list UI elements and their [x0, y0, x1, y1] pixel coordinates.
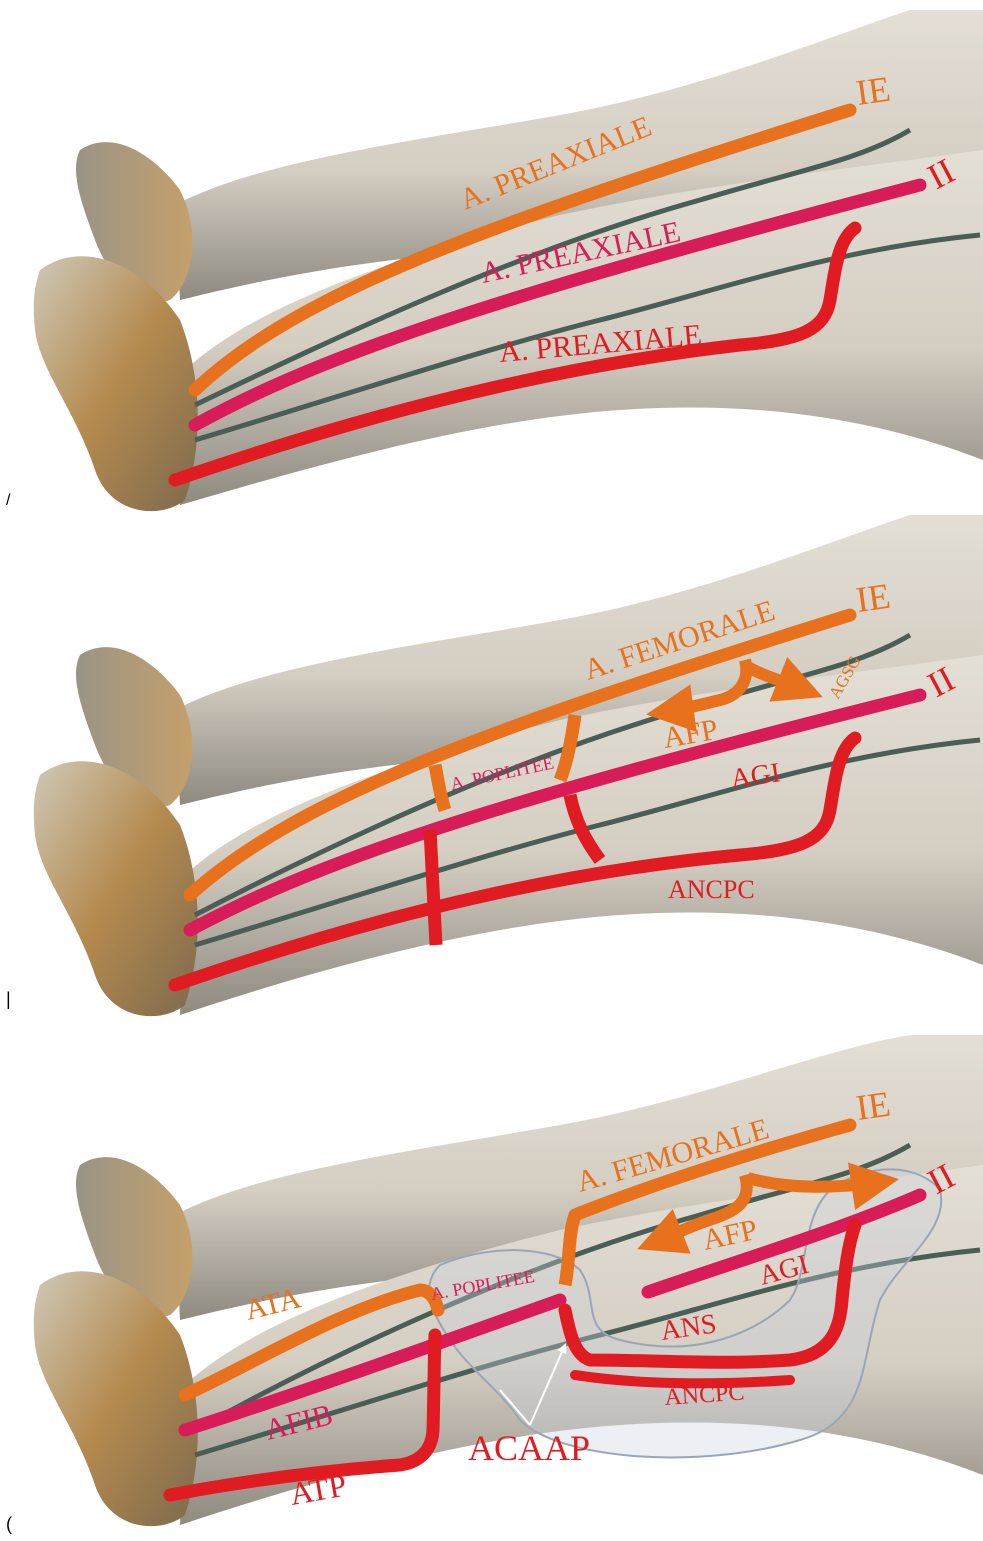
- panel-femoral: IE II A. FEMORALE A. POPLITEE AFP AGI AG…: [6, 515, 983, 1016]
- panel-marker: |: [6, 989, 11, 1009]
- label-ie: IE: [854, 576, 893, 620]
- label-ie: IE: [854, 69, 893, 113]
- panel-marker: (: [6, 1514, 12, 1534]
- panel-marker: /: [6, 492, 11, 509]
- label-ancpc: ANCPC: [664, 1379, 746, 1411]
- artery-red-branch-1: [430, 830, 436, 945]
- panel-preaxial: IE II A. PREAXIALE A. PREAXIALE A. PREAX…: [6, 10, 983, 511]
- label-ancpc: ANCPC: [668, 875, 755, 904]
- panel-final-pattern: IE II A. FEMORALE A. POPLITEE AFP AGI AN…: [6, 1035, 983, 1534]
- label-acaap: ACAAP: [468, 1428, 590, 1468]
- label-ie: IE: [854, 1084, 893, 1128]
